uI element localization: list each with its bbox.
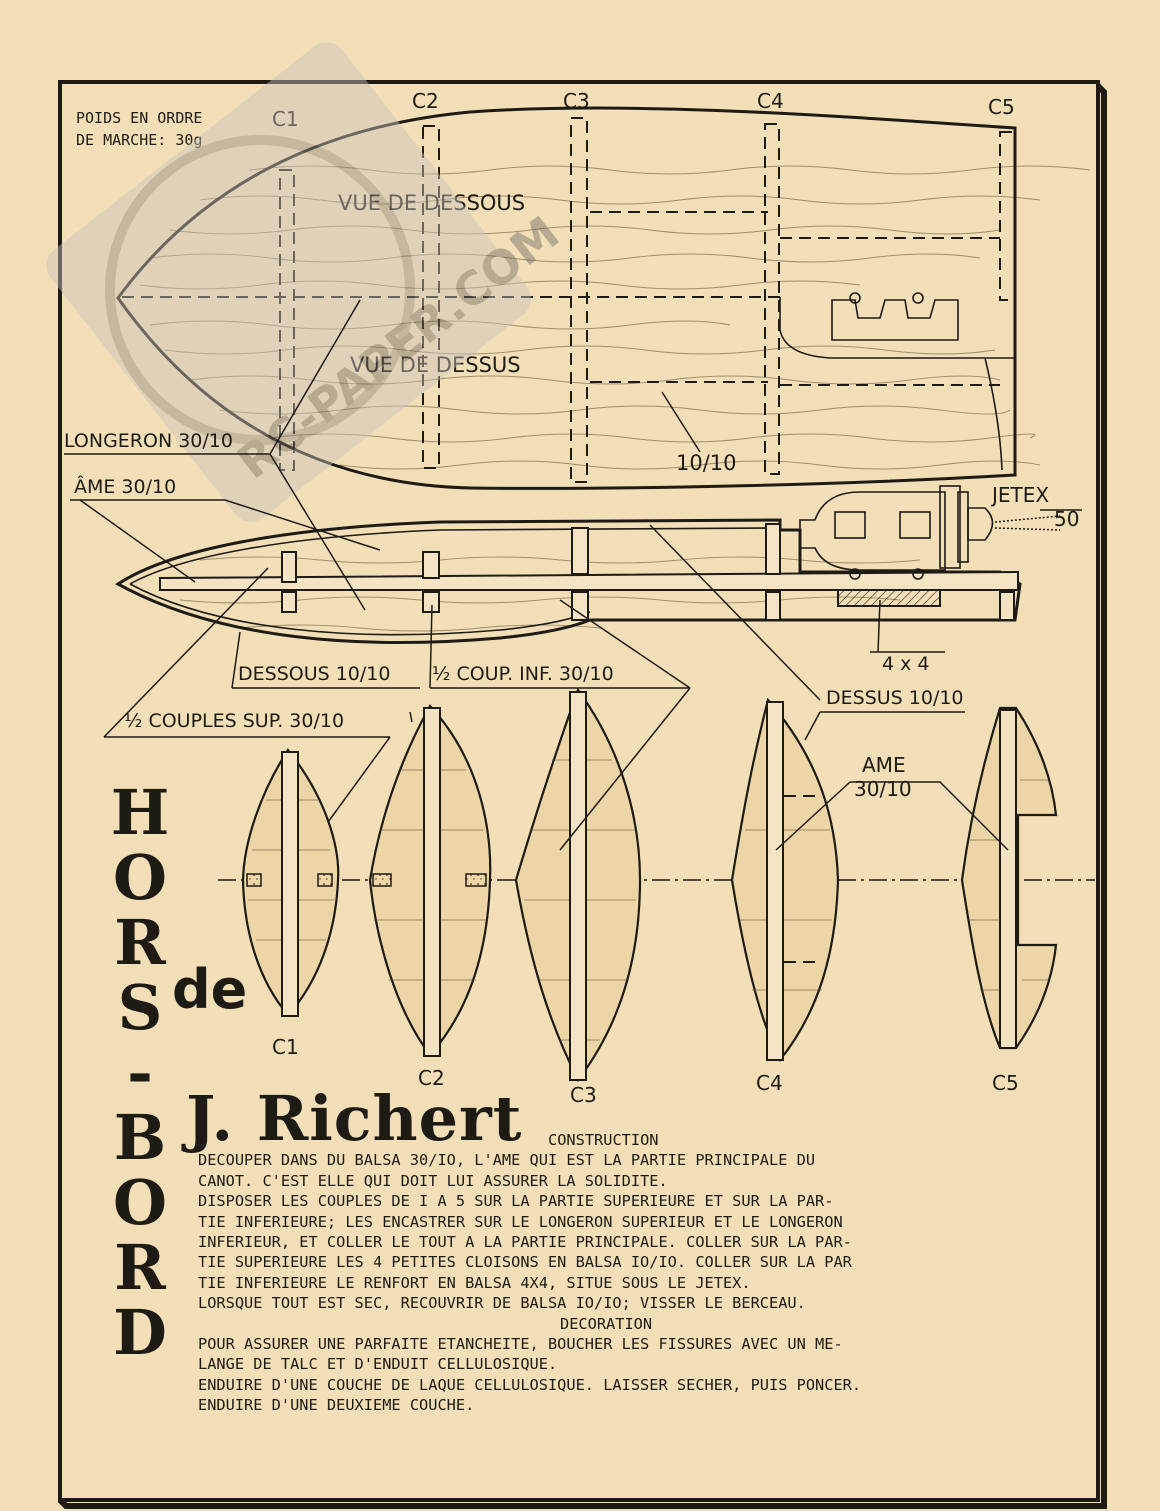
jetex-size: 50: [1054, 507, 1079, 531]
bottom-view-label: VUE DE DESSOUS: [338, 191, 525, 215]
page-border: [57, 80, 1107, 1509]
frame-outline-c4: [764, 123, 780, 475]
decoration-line: POUR ASSURER UNE PARFAITE ETANCHEITE, BO…: [198, 1335, 843, 1354]
section-core-label-2: 30/10: [854, 777, 912, 801]
section-c3: [514, 687, 642, 1083]
section-label-c1: C1: [272, 1035, 299, 1059]
frame-outline-c5: [999, 131, 1016, 301]
section-label-c3: C3: [570, 1083, 597, 1107]
frame-mark-c5: C5: [988, 95, 1015, 119]
frame-mark-c3: C3: [563, 89, 590, 113]
title-letter: S: [117, 971, 163, 1044]
construction-line: DECOUPER DANS DU BALSA 30/IO, L'AME QUI …: [198, 1151, 816, 1170]
construction-line: CANOT. C'EST ELLE QUI DOIT LUI ASSURER L…: [198, 1171, 668, 1190]
frame-outline-c3: [570, 117, 588, 483]
block-label: 4 x 4: [882, 653, 930, 675]
title-letter: R: [114, 906, 166, 979]
motor-mount-plan: [831, 292, 959, 341]
bottom-skin-label: DESSOUS 10/10: [238, 663, 390, 685]
construction-line: LORSQUE TOUT EST SEC, RECOUVRIR DE BALSA…: [198, 1294, 806, 1313]
weight-note: POIDS EN ORDRE DE MARCHE: 30g: [76, 109, 202, 149]
weight-note-line-2: DE MARCHE: 30g: [76, 131, 202, 149]
title-connector: de: [172, 958, 248, 1021]
construction-line: DISPOSER LES COUPLES DE I A 5 SUR LA PAR…: [198, 1192, 834, 1211]
frame-outline-c1: [279, 169, 295, 471]
construction-line: TIE INFERIEURE LE RENFORT EN BALSA 4X4, …: [198, 1273, 751, 1292]
decoration-line: ENDUIRE D'UNE COUCHE DE LAQUE CELLULOSIQ…: [198, 1375, 862, 1394]
cross-sections: C1 C2 C3 C4 C5 AME 30/10: [241, 687, 1058, 1107]
author-name: J. Richert: [186, 1082, 523, 1155]
construction-heading: CONSTRUCTION: [548, 1131, 659, 1149]
frame-mark-c4: C4: [757, 89, 784, 113]
title-vertical-letters: H O R S - B O R D: [100, 780, 180, 1365]
jetex-label: JETEX: [990, 483, 1049, 507]
section-label-c4: C4: [756, 1071, 783, 1095]
sheet-thickness-label: 10/10: [676, 451, 737, 475]
decoration-heading: DECORATION: [560, 1314, 653, 1333]
frame-outline-c2: [422, 125, 440, 469]
section-label-c2: C2: [418, 1066, 445, 1090]
half-frame-lower-label: ½ COUP. INF. 30/10: [432, 663, 614, 685]
title-letter: D: [113, 1296, 167, 1369]
section-c2: [368, 704, 492, 1057]
top-view-wood-grain: [139, 165, 1091, 470]
title-letter: O: [112, 841, 167, 914]
decoration-line: ENDUIRE D'UNE DEUXIEME COUCHE.: [198, 1396, 475, 1415]
title-letter: -: [127, 1036, 153, 1109]
construction-line: INFERIEUR, ET COLLER LE TOUT A LA PARTIE…: [198, 1233, 852, 1252]
construction-line: TIE SUPERIEURE LES 4 PETITES CLOISONS EN…: [198, 1253, 852, 1272]
top-view-engine-recess: [779, 297, 1015, 359]
construction-line: TIE INFERIEURE; LES ENCASTRER SUR LE LON…: [198, 1212, 843, 1231]
reinforcement-block: [837, 589, 941, 607]
spar-label: LONGERON 30/10: [64, 430, 233, 452]
section-label-c5: C5: [992, 1071, 1019, 1095]
top-view-label: VUE DE DESSUS: [350, 353, 521, 377]
side-view-hull-outline: [115, 518, 1022, 644]
section-c5: [960, 706, 1058, 1050]
title-letter: H: [110, 776, 170, 849]
section-c4: [730, 697, 840, 1063]
weight-note-line-1: POIDS EN ORDRE: [76, 109, 202, 127]
frame-mark-c1: C1: [272, 107, 299, 131]
title-letter: B: [113, 1101, 167, 1174]
frame-mark-c2: C2: [412, 89, 439, 113]
top-view: C1 C2 C3 C4 C5 VUE DE DESSOUS VUE DE DES…: [116, 89, 1091, 490]
section-core-label-1: AME: [862, 753, 906, 777]
top-skin-label: DESSUS 10/10: [826, 687, 964, 709]
side-view: JETEX 50 4 x 4: [115, 483, 1082, 675]
half-frame-upper-label: ½ COUPLES SUP. 30/10: [124, 710, 344, 732]
instructions: CONSTRUCTION DECOUPER DANS DU BALSA 30/I…: [198, 1130, 1098, 1416]
jetex-motor: [799, 485, 1061, 580]
top-view-hull-outline: [116, 106, 1017, 490]
title-letter: O: [112, 1166, 167, 1239]
title-letter: R: [114, 1231, 166, 1304]
decoration-line: LANGE DE TALC ET D'ENDUIT CELLULOSIQUE.: [198, 1355, 558, 1374]
core-label: ÂME 30/10: [74, 475, 176, 498]
section-c1: [241, 748, 340, 1017]
callouts: LONGERON 30/10 ÂME 30/10 DESSOUS 10/10 ½…: [64, 299, 965, 841]
side-view-core-strip: [159, 570, 1019, 591]
